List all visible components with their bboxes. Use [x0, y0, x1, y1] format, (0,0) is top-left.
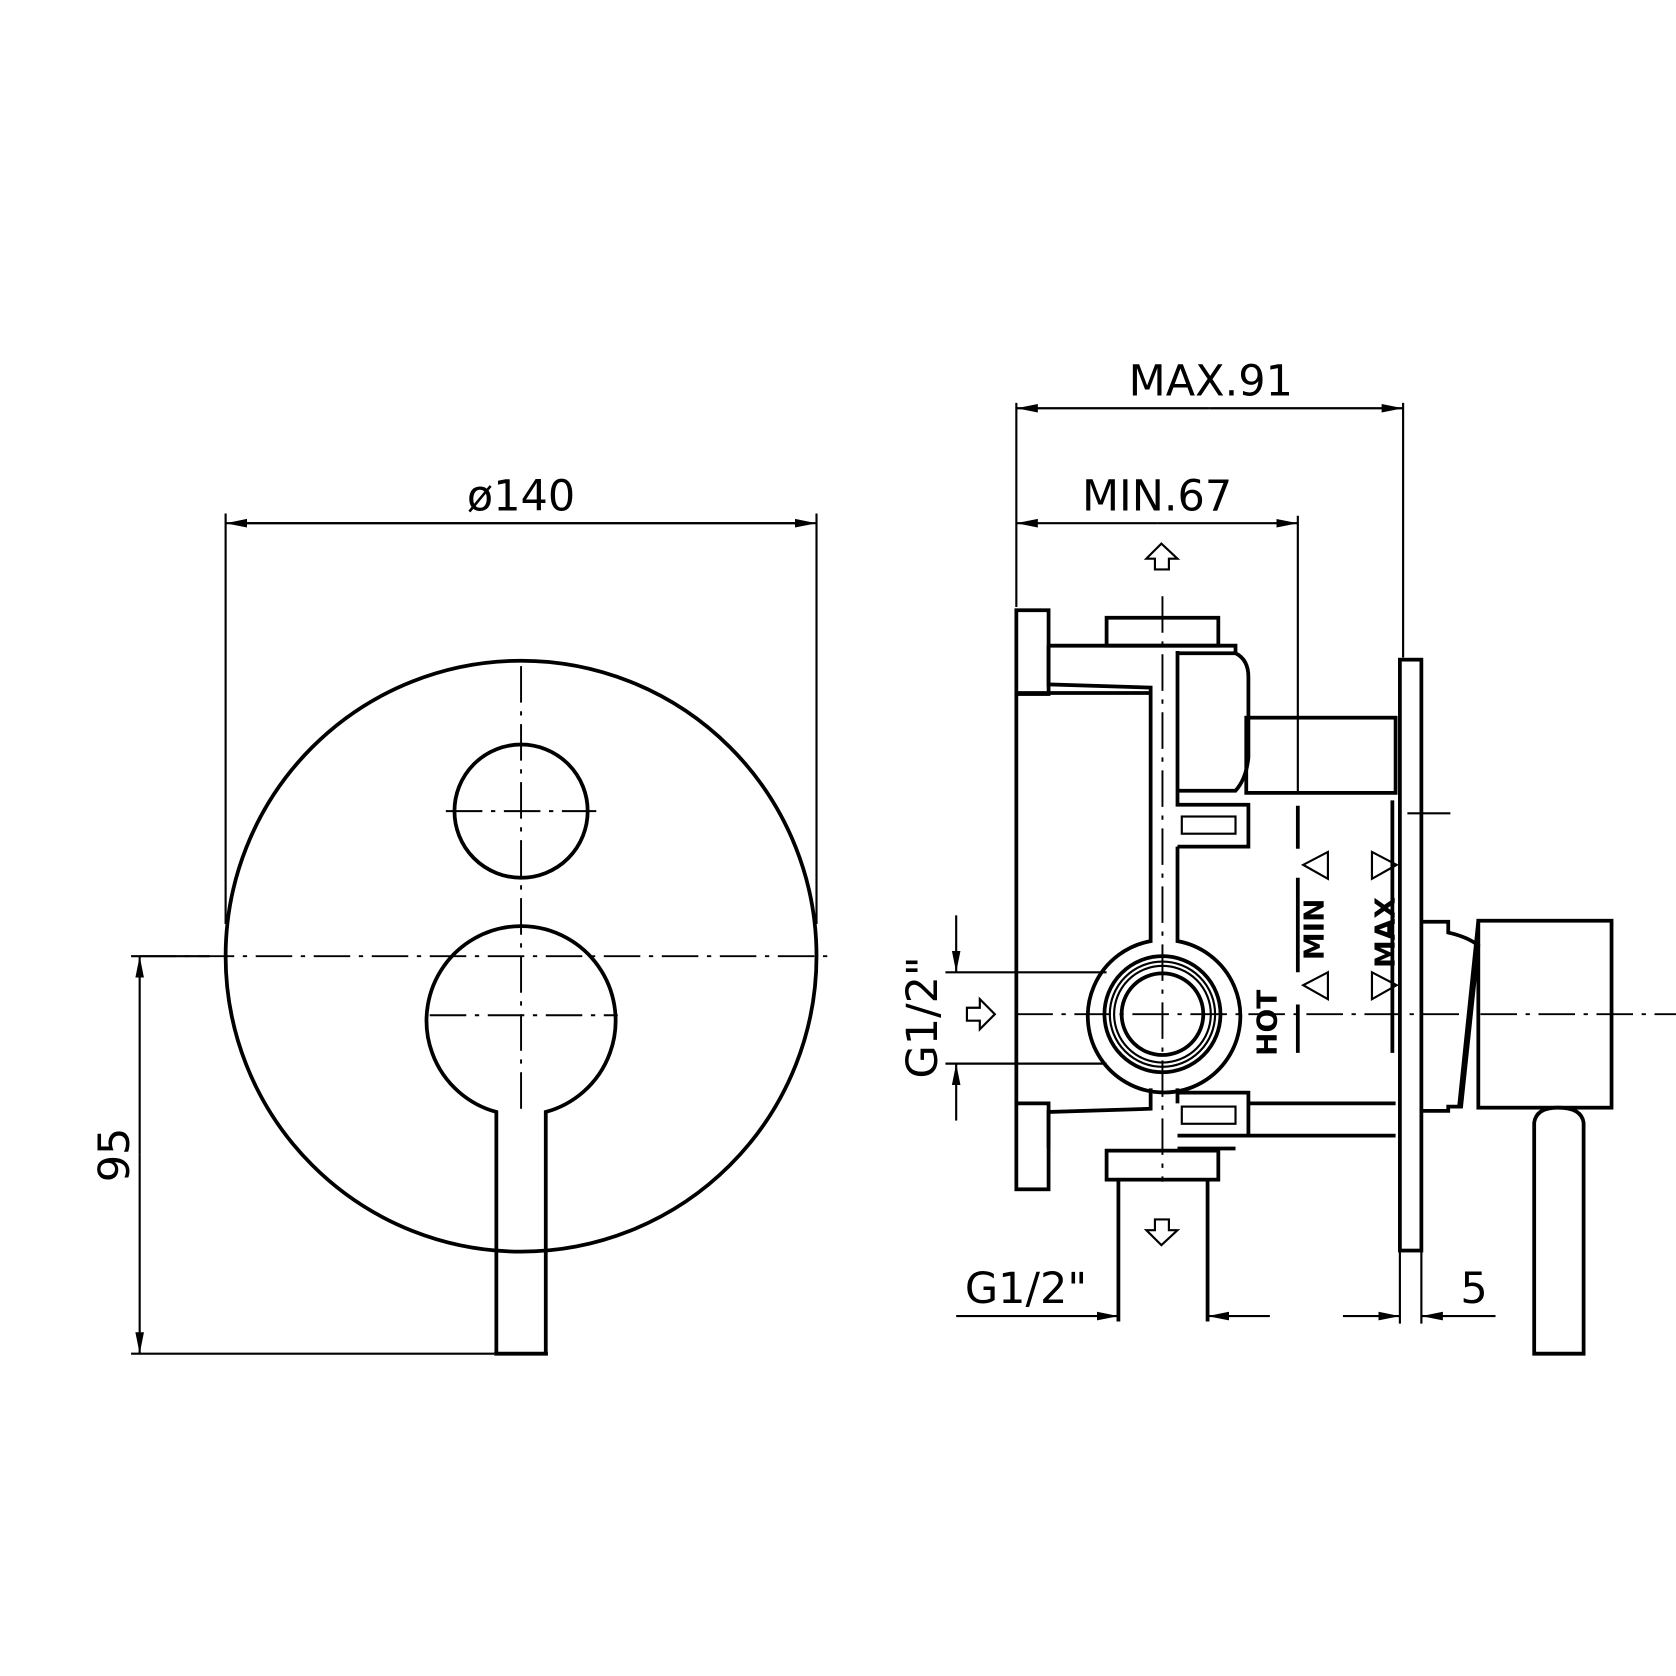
max-triangle-icon — [1370, 850, 1399, 881]
max-triangle-icon — [1370, 970, 1399, 1001]
bottom-flange — [1014, 1101, 1051, 1192]
stud-bottom-inner — [1180, 1105, 1237, 1125]
plate-thickness-label: 5 — [1460, 1264, 1487, 1314]
arrow-up-icon — [1143, 542, 1181, 571]
hot-label: HOT — [1250, 990, 1283, 1056]
side-view: MAX.91 MIN.67 — [898, 356, 1676, 1356]
spindle — [1244, 715, 1398, 795]
cartridge-column — [1175, 651, 1251, 849]
body-outline — [1046, 643, 1243, 1095]
min-depth-label: MIN.67 — [1082, 471, 1232, 521]
max-depth-label: MAX.91 — [1129, 356, 1293, 406]
min-triangle-icon — [1300, 970, 1329, 1001]
outlet-thread-label: G1/2" — [965, 1264, 1087, 1314]
arrow-right-icon — [965, 996, 997, 1032]
stud-top — [1180, 815, 1237, 835]
wall-plate — [1398, 657, 1424, 1253]
handle-lever — [1532, 1105, 1586, 1356]
min-triangle-icon — [1300, 850, 1329, 881]
diameter-label: ø140 — [467, 471, 575, 521]
top-flange — [1014, 608, 1051, 696]
stud-bottom — [1177, 1090, 1251, 1151]
cartridge — [1177, 651, 1251, 793]
min-marker-label: MIN — [1298, 899, 1331, 961]
inlet-thread-label: G1/2" — [898, 956, 948, 1078]
max-marker-label: MAX — [1369, 897, 1402, 968]
arrow-down-icon — [1143, 1218, 1181, 1247]
body-lower-outline — [1046, 1088, 1180, 1149]
height-label: 95 — [90, 1128, 140, 1183]
front-view: ø140 95 — [90, 471, 828, 1356]
handle-base — [1421, 919, 1481, 1113]
